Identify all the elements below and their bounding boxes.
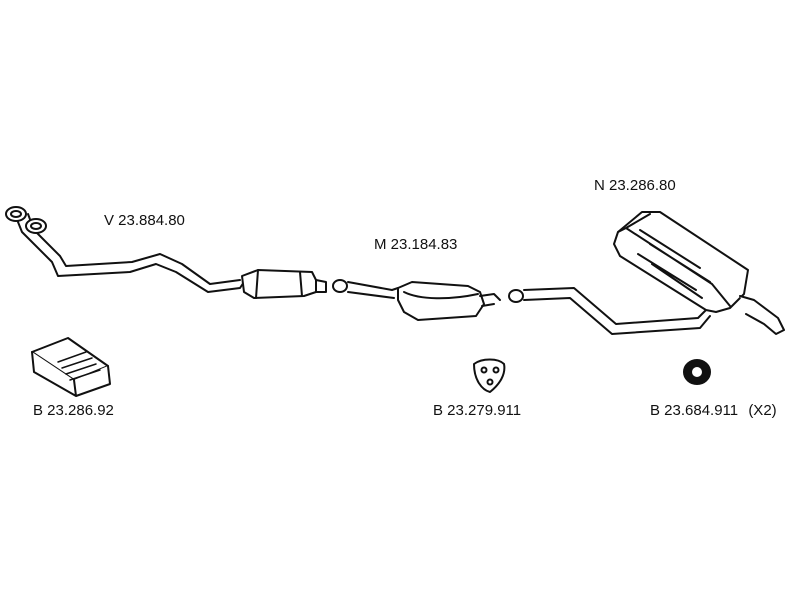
front-pipe-label: V 23.884.80 [104, 212, 185, 229]
front-pipe-drawing [5, 206, 327, 299]
rear-silencer-label: N 23.286.80 [594, 177, 676, 194]
mounting-kit-drawing [31, 337, 111, 397]
mounting-kit-label: B 23.286.92 [33, 402, 114, 419]
rear-silencer-drawing [508, 211, 785, 335]
ring-mount-quantity: (X2) [748, 402, 777, 419]
flange-upper [5, 206, 27, 222]
middle-silencer-label: M 23.184.83 [374, 236, 458, 253]
rubber-mount-label: B 23.279.911 [433, 402, 522, 419]
ring-mount-label: B 23.684.911 (X2) [650, 403, 777, 418]
tailpipe [739, 295, 785, 335]
flange-lower [25, 218, 47, 234]
rear-clamp [508, 289, 524, 303]
catalytic-converter-body [241, 269, 317, 299]
middle-silencer-body [397, 281, 485, 321]
ring-mount-drawing [683, 359, 711, 385]
middle-clamp [332, 279, 348, 293]
rear-silencer-body [613, 211, 749, 313]
middle-silencer-drawing [332, 279, 501, 321]
rubber-mount-drawing [473, 358, 506, 393]
ring-mount-code: B 23.684.911 [650, 402, 739, 419]
